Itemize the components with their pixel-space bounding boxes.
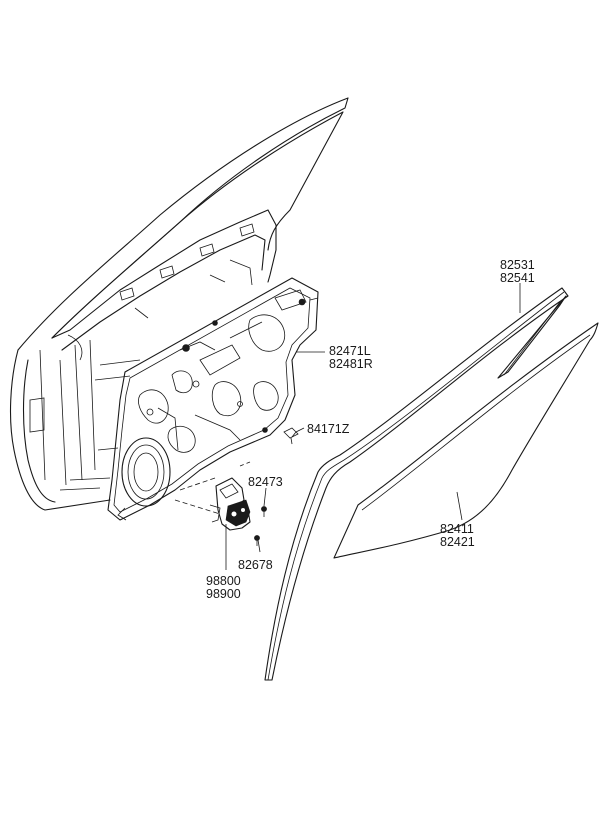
leader-84171z	[291, 427, 305, 438]
part-labels: 82531 82541 82471L 82481R 84171Z 82473 8…	[206, 258, 535, 601]
label-82471l: 82471L	[329, 344, 371, 358]
label-84171z: 84171Z	[307, 422, 350, 436]
leader-82678	[257, 539, 261, 553]
screw-82473-part	[261, 506, 267, 517]
label-82531: 82531	[500, 258, 535, 272]
assembly-guide-lines	[174, 461, 251, 515]
leader-82411	[456, 491, 463, 521]
leader-lines	[225, 283, 521, 570]
label-82473: 82473	[248, 475, 283, 489]
label-98800: 98800	[206, 574, 241, 588]
door-frame	[9, 97, 349, 511]
label-82481r: 82481R	[329, 357, 373, 371]
clip-84171z-part	[283, 427, 299, 445]
label-82411: 82411	[440, 522, 474, 536]
door-module-panel	[107, 277, 319, 521]
window-regulator-motor	[209, 477, 251, 531]
glass-run-channel	[264, 287, 569, 681]
label-98900: 98900	[206, 587, 241, 601]
screw-82678-part	[254, 535, 260, 546]
label-82678: 82678	[238, 558, 273, 572]
label-82541: 82541	[500, 271, 535, 285]
door-glass	[333, 322, 599, 559]
label-82421: 82421	[440, 535, 475, 549]
leader-82473	[263, 487, 267, 507]
